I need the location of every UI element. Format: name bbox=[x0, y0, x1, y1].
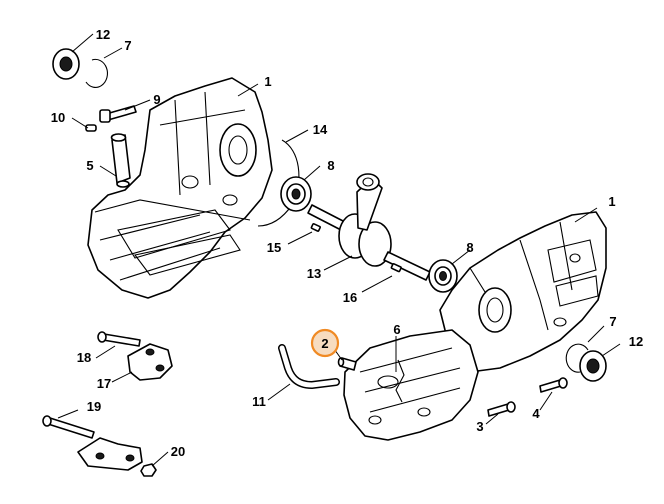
callout-8-right: 8 bbox=[466, 240, 473, 255]
hose-11[interactable] bbox=[278, 344, 340, 390]
stud-9[interactable] bbox=[99, 105, 137, 123]
dowel-10[interactable] bbox=[85, 124, 97, 132]
key-15[interactable] bbox=[310, 223, 321, 232]
bracket-20-mount[interactable] bbox=[77, 437, 143, 471]
callout-1: 1 bbox=[264, 74, 271, 89]
callout-8: 8 bbox=[327, 158, 334, 173]
callout-16: 16 bbox=[343, 290, 357, 305]
callout-14: 14 bbox=[313, 122, 328, 137]
callout-6: 6 bbox=[393, 322, 400, 337]
screw-19[interactable] bbox=[42, 415, 95, 439]
callout-15: 15 bbox=[267, 240, 281, 255]
key-16[interactable] bbox=[390, 263, 402, 273]
circlip-left[interactable] bbox=[85, 58, 108, 88]
crankcase-half-right[interactable] bbox=[439, 211, 607, 373]
callout-4: 4 bbox=[532, 406, 540, 421]
sleeve-5[interactable] bbox=[110, 133, 131, 188]
screw-18[interactable] bbox=[97, 331, 141, 347]
callout-5: 5 bbox=[86, 158, 93, 173]
bearing-left[interactable] bbox=[280, 176, 312, 212]
crankshaft-13[interactable] bbox=[307, 173, 431, 281]
callout-10: 10 bbox=[51, 110, 65, 125]
callout-19: 19 bbox=[87, 399, 101, 414]
callout-3: 3 bbox=[476, 419, 483, 434]
callout-12-right: 12 bbox=[629, 334, 643, 349]
callout-9: 9 bbox=[153, 92, 160, 107]
callout-13: 13 bbox=[307, 266, 321, 281]
screw-3[interactable] bbox=[487, 401, 516, 417]
tank-housing-6[interactable] bbox=[343, 329, 479, 441]
callout-12: 12 bbox=[96, 27, 110, 42]
callout-17: 17 bbox=[97, 376, 111, 391]
leader-lines bbox=[57, 33, 621, 467]
nut-20[interactable] bbox=[140, 463, 157, 477]
oil-seal-left[interactable] bbox=[52, 48, 80, 80]
callout-1-right: 1 bbox=[608, 194, 615, 209]
callout-labels: 12 7 1 9 10 14 5 8 15 13 8 16 1 6 2 18 7… bbox=[51, 27, 643, 459]
circlip-right[interactable] bbox=[565, 343, 589, 373]
callout-2: 2 bbox=[321, 336, 328, 351]
bearing-right[interactable] bbox=[428, 259, 458, 293]
crankcase-half-left[interactable] bbox=[87, 77, 273, 299]
bracket-17[interactable] bbox=[127, 343, 173, 381]
callout-7-right: 7 bbox=[609, 314, 616, 329]
oil-seal-right[interactable] bbox=[579, 350, 607, 382]
callout-18: 18 bbox=[77, 350, 91, 365]
callout-20: 20 bbox=[171, 444, 185, 459]
callout-7: 7 bbox=[124, 38, 131, 53]
pin-2[interactable] bbox=[337, 357, 357, 371]
highlighted-callout-ring bbox=[310, 328, 340, 358]
screw-4[interactable] bbox=[539, 377, 568, 393]
callout-11: 11 bbox=[252, 394, 266, 409]
